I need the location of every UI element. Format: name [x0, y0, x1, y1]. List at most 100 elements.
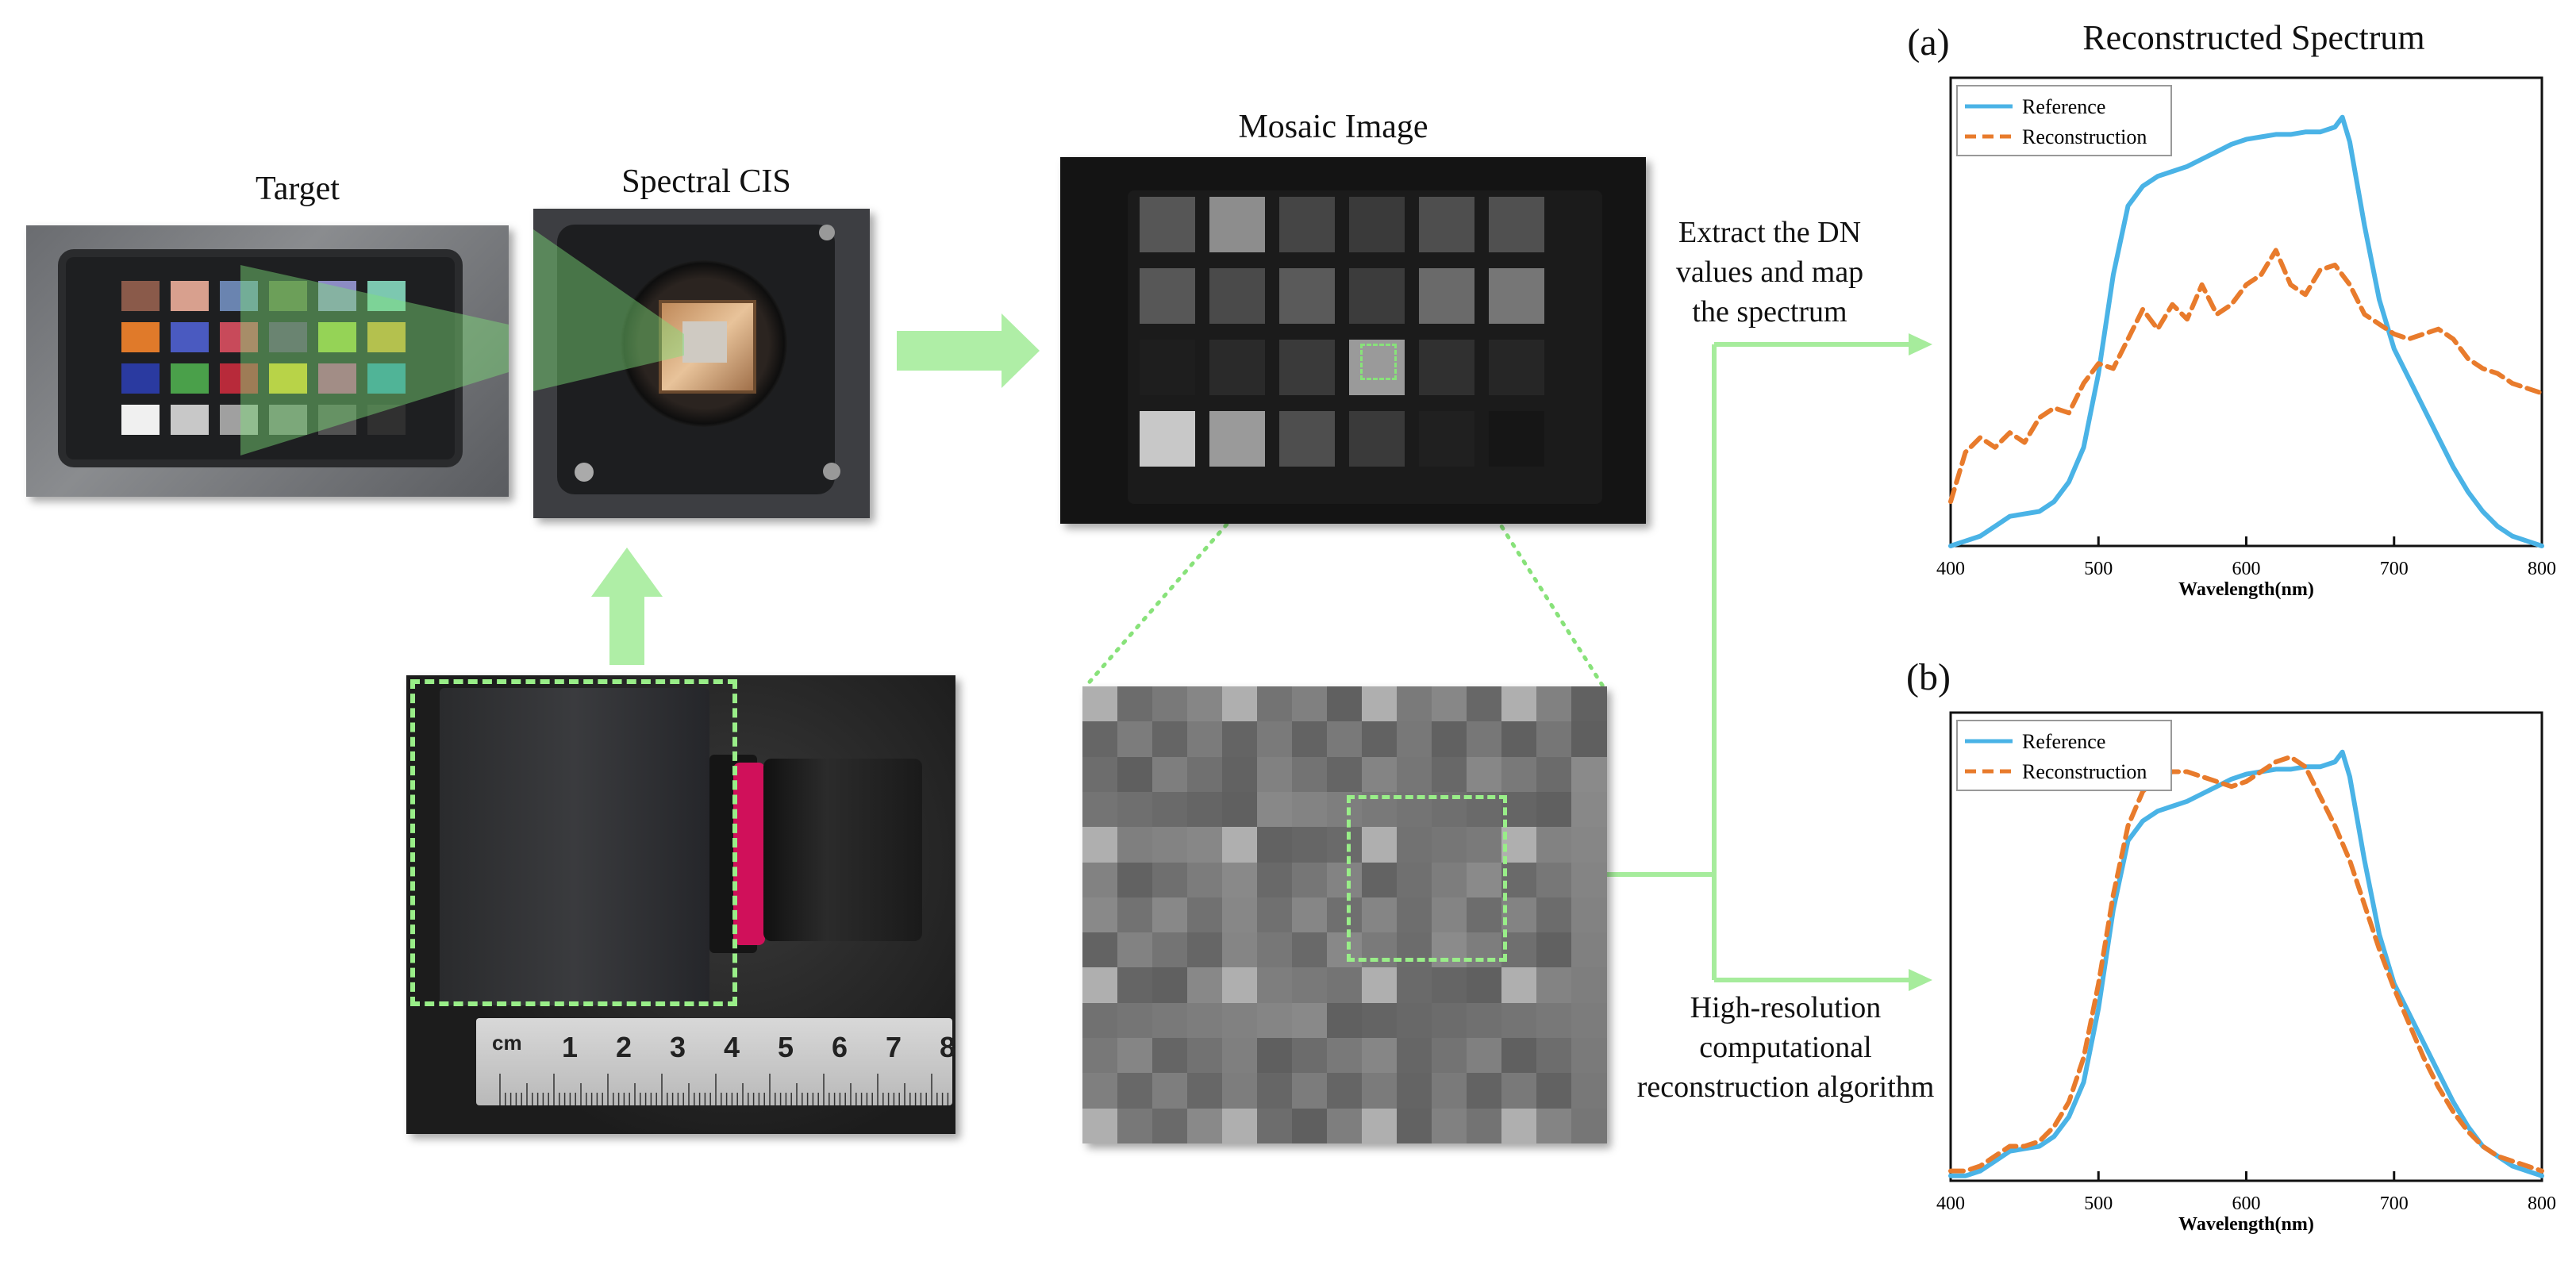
- zoom-pixel: [1327, 686, 1363, 722]
- zoom-pixel: [1187, 827, 1223, 863]
- zoom-pixel: [1536, 721, 1572, 758]
- zoom-pixel: [1397, 862, 1432, 898]
- zoom-pixel: [1152, 827, 1188, 863]
- zoom-pixel: [1362, 721, 1398, 758]
- zoom-pixel: [1397, 827, 1432, 863]
- zoom-pixel: [1536, 756, 1572, 793]
- zoom-pixel: [1082, 897, 1118, 933]
- target-photo: [26, 225, 509, 497]
- mosaic-image-label: Mosaic Image: [1238, 109, 1428, 145]
- mosaic-highlight: [1360, 344, 1397, 380]
- x-tick-label: 700: [2380, 1193, 2409, 1214]
- ruler-digit: 6: [832, 1031, 848, 1063]
- zoom-pixel: [1327, 1038, 1363, 1074]
- zoom-pixel: [1187, 932, 1223, 968]
- zoom-pixel: [1152, 862, 1188, 898]
- zoom-pixel: [1327, 827, 1363, 863]
- zoom-pixel: [1257, 686, 1293, 722]
- reference-line: [1948, 749, 2544, 1178]
- zoom-pixel: [1327, 1073, 1363, 1109]
- zoom-pixel: [1222, 1073, 1258, 1109]
- zoom-pixel: [1187, 756, 1223, 793]
- zoom-pixel: [1222, 1108, 1258, 1144]
- checker-swatch: [121, 322, 160, 352]
- zoom-pixel: [1397, 897, 1432, 933]
- zoom-pixel: [1362, 1108, 1398, 1144]
- zoom-pixel: [1571, 1038, 1607, 1074]
- panel-a-label: (a): [1907, 21, 1950, 63]
- ruler-digit: 8: [940, 1031, 955, 1063]
- mosaic-patch: [1209, 268, 1265, 324]
- zoom-pixel: [1257, 827, 1293, 863]
- mosaic-patch: [1419, 340, 1474, 395]
- zoom-pixel: [1117, 1073, 1153, 1109]
- zoom-pixel: [1571, 1002, 1607, 1039]
- zoom-pixel: [1571, 967, 1607, 1004]
- zoom-pixel: [1117, 862, 1153, 898]
- zoom-pixel: [1117, 932, 1153, 968]
- zoom-pixel: [1362, 862, 1398, 898]
- zoom-pixel: [1397, 686, 1432, 722]
- mosaic-patch: [1419, 411, 1474, 467]
- zoom-pixel: [1082, 1038, 1118, 1074]
- zoom-pixel: [1397, 932, 1432, 968]
- ruler-digit: 4: [724, 1031, 740, 1063]
- mosaic-patch: [1209, 340, 1265, 395]
- zoom-pixel: [1571, 827, 1607, 863]
- mosaic-patch: [1209, 197, 1265, 252]
- right-arrow: [897, 313, 1040, 388]
- zoom-pixel: [1292, 827, 1328, 863]
- zoom-pixel: [1257, 862, 1293, 898]
- target-label: Target: [256, 171, 340, 207]
- zoom-pixel: [1571, 1073, 1607, 1109]
- zoom-pixel: [1362, 756, 1398, 793]
- zoom-pixel: [1257, 1002, 1293, 1039]
- zoom-pixel: [1432, 721, 1467, 758]
- zoom-pixel: [1397, 1108, 1432, 1144]
- zoom-pixel: [1222, 967, 1258, 1004]
- checker-swatch: [269, 322, 307, 352]
- zoom-pixel: [1467, 862, 1502, 898]
- checker-swatch: [220, 281, 258, 311]
- zoom-pixel: [1117, 897, 1153, 933]
- mosaic-patch: [1279, 411, 1335, 467]
- zoom-pixel: [1571, 897, 1607, 933]
- x-tick-label: 400: [1936, 559, 1965, 579]
- arrow-to-chart-b: [1909, 969, 1932, 991]
- legend-label: Reconstruction: [2022, 760, 2147, 783]
- mosaic-patch: [1209, 411, 1265, 467]
- mosaic-patch: [1489, 340, 1544, 395]
- zoom-pixel: [1536, 897, 1572, 933]
- zoom-pixel: [1432, 967, 1467, 1004]
- spectral-cis-photo: [533, 209, 870, 518]
- zoom-pixel: [1187, 1073, 1223, 1109]
- zoom-pixel: [1501, 1073, 1537, 1109]
- zoom-pixel: [1082, 686, 1118, 722]
- zoom-pixel: [1362, 932, 1398, 968]
- zoom-pixel: [1152, 967, 1188, 1004]
- mosaic-grid: [1140, 197, 1560, 482]
- zoom-pixel: [1117, 721, 1153, 758]
- zoom-pixel: [1327, 967, 1363, 1004]
- legend-label: Reconstruction: [2022, 125, 2147, 148]
- zoom-pixel: [1292, 756, 1328, 793]
- zoom-pixel: [1082, 862, 1118, 898]
- zoom-highlight-box: [1347, 795, 1507, 962]
- zoom-pixel: [1362, 1073, 1398, 1109]
- zoom-pixel: [1467, 827, 1502, 863]
- mosaic-patch: [1140, 411, 1195, 467]
- zoom-pixel: [1362, 967, 1398, 1004]
- cis-cone: [533, 229, 684, 391]
- zoom-pixel: [1082, 827, 1118, 863]
- zoom-pixel: [1187, 862, 1223, 898]
- zoom-pixel: [1536, 791, 1572, 828]
- zoom-pixel: [1117, 1038, 1153, 1074]
- ruler-digit: 2: [616, 1031, 632, 1063]
- zoom-pixel: [1467, 967, 1502, 1004]
- zoom-pixel: [1432, 897, 1467, 933]
- legend-box: [1956, 85, 2172, 156]
